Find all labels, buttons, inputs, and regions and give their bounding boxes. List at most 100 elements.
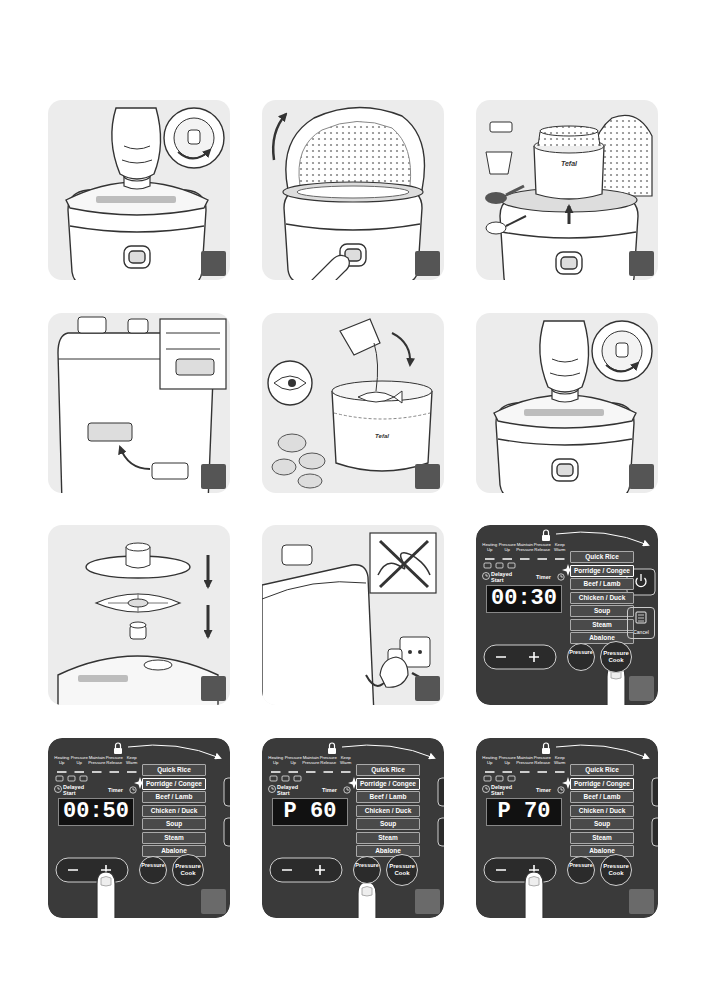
program-button: Steam (356, 832, 420, 844)
node-text: Abalone (589, 634, 615, 641)
node-text: Soup (594, 607, 610, 614)
label-text: Pressure Release (534, 543, 552, 552)
node-text: Beef / Lamb (584, 580, 621, 587)
node-text: Beef / Lamb (584, 793, 621, 800)
label-text: Maintain Pressure (88, 756, 106, 765)
pressure-button: Pressure (567, 643, 595, 671)
program-button: Quick Rice (570, 551, 634, 563)
node-text: Abalone (375, 847, 401, 854)
label-text: Delayed Start (491, 784, 521, 796)
pressure-cook-button: Pressure Cook (600, 641, 632, 673)
pressure-button: Pressure (567, 856, 595, 884)
control-panel-area: P 60 Quick RicePorridge / CongeeBeef / La… (262, 738, 444, 918)
label-text: Pressure Up (285, 756, 303, 765)
program-button: Quick Rice (142, 764, 206, 776)
label-text: Maintain Pressure (516, 543, 534, 552)
control-panel-area: P 70 Quick RicePorridge / CongeeBeef / La… (476, 738, 658, 918)
node-text: Pressure (355, 862, 379, 868)
program-button: Chicken / Duck (142, 805, 206, 817)
label-text: Tefal (550, 160, 588, 168)
label-text: Heating Up (53, 756, 71, 765)
program-button: Soup (570, 818, 634, 830)
program-button: Beef / Lamb (142, 791, 206, 803)
program-button: Soup (570, 605, 634, 617)
program-button: Steam (142, 832, 206, 844)
node-text: Chicken / Duck (579, 594, 626, 601)
node-text: Chicken / Duck (579, 807, 626, 814)
node-text: Pressure (141, 862, 165, 868)
label-text: Keep Warm (551, 543, 569, 552)
label-text: Pressure Release (106, 756, 124, 765)
program-button: Soup (356, 818, 420, 830)
label-text: Heating Up (267, 756, 285, 765)
program-button: Porridge / Congee (570, 778, 634, 790)
node-text: Porridge / Congee (574, 780, 630, 787)
label-text: Pressure Up (499, 756, 517, 765)
lcd-display: 00:50 (58, 798, 134, 826)
program-button: Porridge / Congee (142, 778, 206, 790)
node-text: Quick Rice (585, 553, 619, 560)
program-button: Beef / Lamb (570, 791, 634, 803)
node-text: Pressure Cook (389, 863, 415, 876)
program-button: Quick Rice (570, 764, 634, 776)
label-text: Maintain Pressure (516, 756, 534, 765)
label-text: Delayed Start (277, 784, 307, 796)
program-button: Chicken / Duck (356, 805, 420, 817)
pressure-cook-button: Pressure Cook (386, 854, 418, 886)
program-button: Beef / Lamb (356, 791, 420, 803)
lcd-display: 00:30 (486, 585, 562, 613)
label-text: Heating Up (481, 543, 499, 552)
label-text: Pressure Up (71, 756, 89, 765)
pressure-cook-button: Pressure Cook (172, 854, 204, 886)
node-text: Porridge / Congee (360, 780, 416, 787)
node-text: Quick Rice (371, 766, 405, 773)
label-text: Pressure Up (499, 543, 517, 552)
node-text: Soup (380, 820, 396, 827)
program-button: Steam (570, 832, 634, 844)
node-text: Soup (594, 820, 610, 827)
node-text: Pressure (569, 649, 593, 655)
node-text: 00:30 (491, 587, 557, 611)
node-text: Beef / Lamb (156, 793, 193, 800)
label-text: Keep Warm (123, 756, 141, 765)
node-text: P 70 (498, 800, 551, 824)
program-button: Soup (142, 818, 206, 830)
node-text: Pressure Cook (603, 650, 629, 663)
label-text: Tefal (364, 433, 400, 440)
label-text: Timer (536, 787, 556, 793)
node-text: Quick Rice (585, 766, 619, 773)
node-text: Steam (592, 621, 612, 628)
pressure-button: Pressure (139, 856, 167, 884)
label-text: Timer (536, 574, 556, 580)
label-text: Keep Warm (337, 756, 355, 765)
program-button: Chicken / Duck (570, 805, 634, 817)
node-text: Soup (166, 820, 182, 827)
node-text: Chicken / Duck (151, 807, 198, 814)
node-text: Pressure Cook (175, 863, 201, 876)
lcd-display: P 70 (486, 798, 562, 826)
node-text: Pressure Cook (603, 863, 629, 876)
node-text: Abalone (161, 847, 187, 854)
label-text: Maintain Pressure (302, 756, 320, 765)
program-button: Beef / Lamb (570, 578, 634, 590)
label-text: Heating Up (481, 756, 499, 765)
node-text: Steam (164, 834, 184, 841)
node-text: Porridge / Congee (146, 780, 202, 787)
label-text: Keep Warm (551, 756, 569, 765)
lcd-display: P 60 (272, 798, 348, 826)
program-button: Quick Rice (356, 764, 420, 776)
node-text: Steam (378, 834, 398, 841)
cancel-button: Cancel (627, 607, 655, 639)
node-text: 00:50 (63, 800, 129, 824)
node-text: Beef / Lamb (370, 793, 407, 800)
node-text: Steam (592, 834, 612, 841)
control-panel-area: 00:50 Quick RicePorridge / CongeeBeef / L… (48, 738, 230, 918)
node-text: Chicken / Duck (365, 807, 412, 814)
program-button: Porridge / Congee (570, 565, 634, 577)
program-button: Chicken / Duck (570, 592, 634, 604)
label-text: Timer (108, 787, 128, 793)
label-text: Pressure Release (534, 756, 552, 765)
program-button: Steam (570, 619, 634, 631)
node-text: Porridge / Congee (574, 567, 630, 574)
program-button: Porridge / Congee (356, 778, 420, 790)
